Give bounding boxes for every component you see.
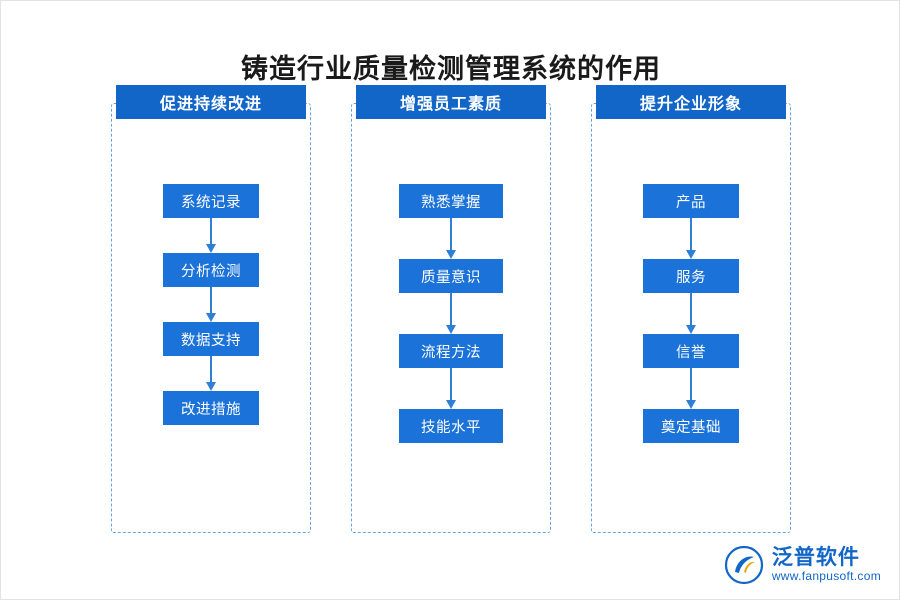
logo-name: 泛普软件 bbox=[771, 546, 860, 570]
columns-container: 促进持续改进 系统记录 分析检测 数据支持 改进措施 增强员工素质 bbox=[111, 85, 791, 533]
column-header-2: 增强员工素质 bbox=[356, 85, 546, 119]
logo-url: www.fanpusoft.com bbox=[771, 569, 881, 584]
column-nodes-3: 产品 服务 信誉 奠定基础 bbox=[643, 184, 739, 443]
column-header-1: 促进持续改进 bbox=[116, 85, 306, 119]
logo-text: 泛普软件 www.fanpusoft.com bbox=[772, 546, 881, 584]
node-2-3[interactable]: 流程方法 bbox=[399, 334, 503, 368]
node-2-4[interactable]: 技能水平 bbox=[399, 409, 503, 443]
column-group-2: 增强员工素质 熟悉掌握 质量意识 流程方法 技能水平 bbox=[351, 85, 551, 533]
arrow-connector-icon bbox=[686, 368, 696, 409]
node-1-3[interactable]: 数据支持 bbox=[163, 322, 259, 356]
node-1-2[interactable]: 分析检测 bbox=[163, 253, 259, 287]
page-title: 铸造行业质量检测管理系统的作用 bbox=[241, 54, 661, 84]
node-3-1[interactable]: 产品 bbox=[643, 184, 739, 218]
arrow-connector-icon bbox=[446, 293, 456, 334]
column-nodes-2: 熟悉掌握 质量意识 流程方法 技能水平 bbox=[399, 184, 503, 443]
node-2-1[interactable]: 熟悉掌握 bbox=[399, 184, 503, 218]
column-header-3: 提升企业形象 bbox=[596, 85, 786, 119]
arrow-connector-icon bbox=[446, 218, 456, 259]
node-3-4[interactable]: 奠定基础 bbox=[643, 409, 739, 443]
arrow-connector-icon bbox=[206, 287, 216, 322]
node-3-2[interactable]: 服务 bbox=[643, 259, 739, 293]
arrow-connector-icon bbox=[446, 368, 456, 409]
brand-logo: 泛普软件 www.fanpusoft.com bbox=[724, 545, 881, 585]
node-2-2[interactable]: 质量意识 bbox=[399, 259, 503, 293]
column-group-1: 促进持续改进 系统记录 分析检测 数据支持 改进措施 bbox=[111, 85, 311, 533]
column-nodes-1: 系统记录 分析检测 数据支持 改进措施 bbox=[163, 184, 259, 425]
column-group-3: 提升企业形象 产品 服务 信誉 奠定基础 bbox=[591, 85, 791, 533]
arrow-connector-icon bbox=[206, 218, 216, 253]
node-1-4[interactable]: 改进措施 bbox=[163, 391, 259, 425]
node-1-1[interactable]: 系统记录 bbox=[163, 184, 259, 218]
arrow-connector-icon bbox=[686, 293, 696, 334]
arrow-connector-icon bbox=[206, 356, 216, 391]
arrow-connector-icon bbox=[686, 218, 696, 259]
logo-mark-icon bbox=[724, 545, 764, 585]
node-3-3[interactable]: 信誉 bbox=[643, 334, 739, 368]
